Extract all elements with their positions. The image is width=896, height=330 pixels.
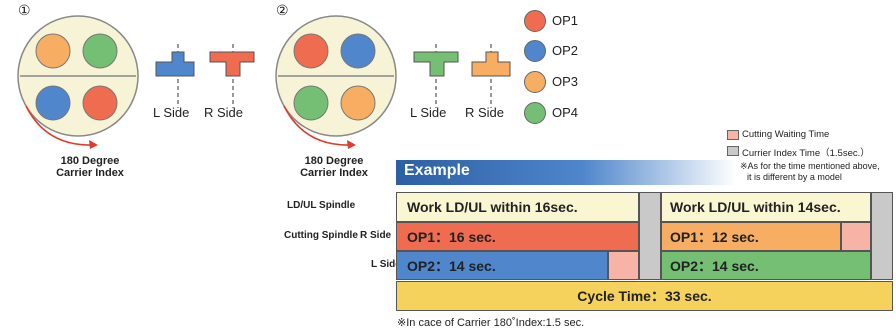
panel1-caption: 180 Degree Carrier Index xyxy=(40,155,140,179)
panel1-number: ① xyxy=(18,2,31,18)
legend-op4-swatch xyxy=(524,102,546,124)
row-label-ld: LD/UL Spindle xyxy=(287,200,356,211)
legend-op4-label: OP4 xyxy=(552,105,579,120)
panel2-number: ② xyxy=(276,2,289,18)
example-header-bar xyxy=(396,160,736,185)
carrier1-op1-spindle xyxy=(82,85,118,121)
carrier1-rotation-arrow xyxy=(25,105,93,146)
index-time-bar-1 xyxy=(639,192,661,280)
r-side-op1-block-2: OP1：12 sec. xyxy=(661,222,841,251)
timing-note-line1: ※As for the time mentioned above, xyxy=(740,161,880,171)
panel2-caption: 180 Degree Carrier Index xyxy=(284,155,384,179)
panel2-left-workpiece xyxy=(413,51,459,77)
panel1-caption-line1: 180 Degree xyxy=(60,155,120,167)
panel1-workpieces xyxy=(155,44,255,108)
ld-ul-block-1: Work LD/UL within 16sec. xyxy=(396,192,639,222)
timing-note-line2: it is different by a model xyxy=(747,172,842,182)
panel1-right-workpiece xyxy=(209,51,255,77)
index-time-swatch xyxy=(727,146,739,156)
row-label-l-side: L Side xyxy=(371,259,401,270)
legend-op3-swatch xyxy=(524,71,546,93)
r-side-op1-block-1: OP1：16 sec. xyxy=(396,222,639,251)
legend-op1-swatch xyxy=(524,10,546,32)
index-time-label: Currier Index Time（1.5sec.） xyxy=(742,148,870,159)
l-side-op2-block-1: OP2：14 sec. xyxy=(396,251,608,280)
legend-op2-swatch xyxy=(524,40,546,62)
carrier2-op4-spindle xyxy=(293,85,329,121)
panel2-caption-line1: 180 Degree xyxy=(304,155,364,167)
carrier1-arrowhead xyxy=(89,140,98,149)
carrier2-diagram xyxy=(275,15,397,149)
waiting-time-label: Cutting Waiting Time xyxy=(742,129,830,140)
example-title: Example xyxy=(404,162,470,179)
panel2-left-label: L Side xyxy=(410,105,447,120)
row-label-r-side: R Side xyxy=(360,230,392,241)
panel1-left-label: L Side xyxy=(153,105,190,120)
waiting-time-swatch xyxy=(727,130,739,140)
carrier2-arrowhead xyxy=(347,140,356,149)
index-time-bar-2 xyxy=(871,192,893,280)
row-label-cutting: Cutting Spindle xyxy=(284,230,358,241)
r-side-waiting-block xyxy=(841,222,871,251)
carrier1-diagram xyxy=(17,15,139,149)
carrier2-op2-spindle xyxy=(340,33,376,69)
legend-op1-label: OP1 xyxy=(552,13,579,28)
carrier1-op2-spindle xyxy=(35,85,71,121)
l-side-op2-block-2: OP2：14 sec. xyxy=(661,251,871,280)
legend-op2-label: OP2 xyxy=(552,43,579,58)
panel2-caption-line2: Carrier Index xyxy=(300,167,368,179)
legend-op3-label: OP3 xyxy=(552,74,579,89)
panel2-right-workpiece xyxy=(471,51,511,77)
carrier2-op3-spindle xyxy=(340,85,376,121)
carrier1-op3-spindle xyxy=(35,33,71,69)
cycle-time-bar: Cycle Time：33 sec. xyxy=(396,281,893,311)
carrier2-op1-spindle xyxy=(293,33,329,69)
panel1-left-workpiece xyxy=(155,51,195,77)
carrier1-op4-spindle xyxy=(82,33,118,69)
footnote: ※In cace of Carrier 180˚Index:1.5 sec. xyxy=(397,317,585,329)
l-side-waiting-block xyxy=(608,251,639,280)
panel2-right-label: R Side xyxy=(465,105,505,120)
panel1-right-label: R Side xyxy=(204,105,244,120)
panel1-caption-line2: Carrier Index xyxy=(56,167,124,179)
ld-ul-block-2: Work LD/UL within 14sec. xyxy=(661,192,871,222)
panel2-workpieces xyxy=(413,44,511,108)
carrier2-rotation-arrow xyxy=(283,105,351,146)
